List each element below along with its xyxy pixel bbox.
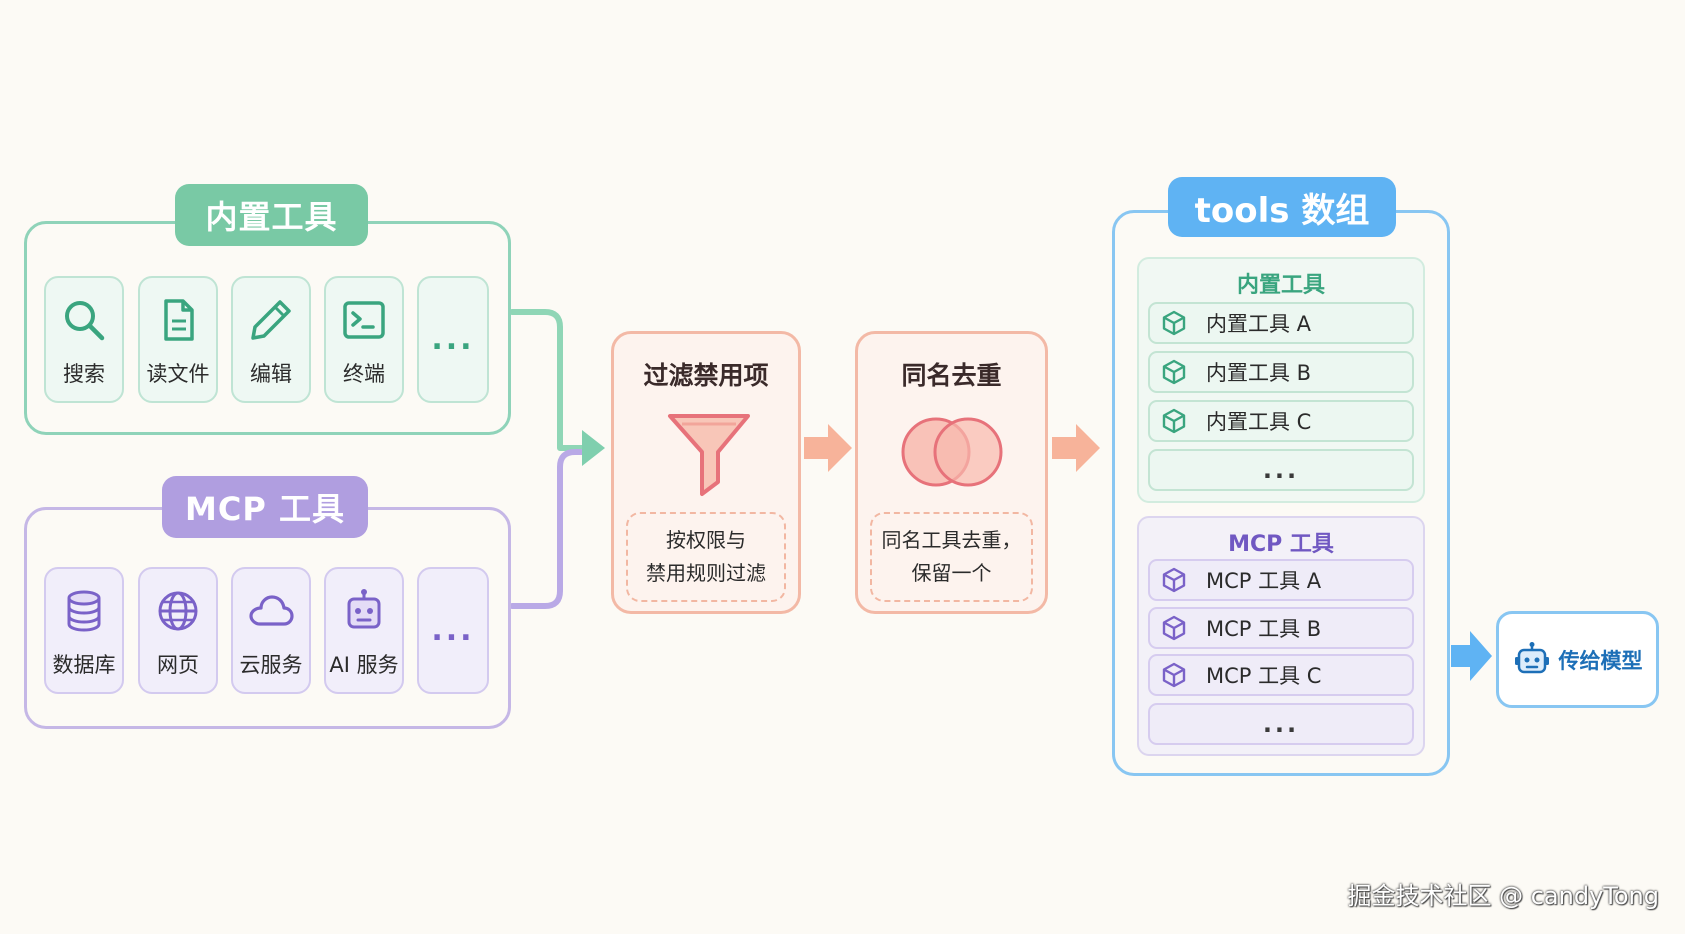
filter-step-title: 过滤禁用项 (643, 361, 769, 390)
tools-list-item[interactable]: 内置工具 C (1148, 400, 1414, 442)
tools-list-item[interactable]: 内置工具 B (1148, 351, 1414, 393)
database-icon (67, 590, 101, 632)
overlapping-circles-icon (901, 417, 1003, 487)
mcp-connector (509, 449, 593, 609)
robot-icon (1514, 641, 1549, 673)
tools-to-model-arrow (1451, 631, 1492, 681)
cube-icon (1162, 359, 1186, 385)
dedup-step-title: 同名去重 (901, 361, 1002, 390)
dedup-to-tools-arrow (1052, 424, 1100, 472)
tool-label: 网页 (157, 653, 199, 677)
tools-array-title: tools 数组 (1168, 177, 1396, 237)
note-line: 保留一个 (911, 561, 992, 585)
tool-card-edit[interactable]: 编辑 (231, 276, 311, 403)
more-ellipsis: ... (431, 613, 475, 648)
cube-icon (1162, 408, 1186, 434)
funnel-icon (668, 414, 750, 496)
tool-label: AI 服务 (329, 653, 399, 677)
tools-mcp-section-title: MCP 工具 (1228, 532, 1334, 557)
tools-item-label: 内置工具 A (1206, 312, 1312, 336)
tool-card-search[interactable]: 搜索 (44, 276, 124, 403)
tool-card-cloud-service[interactable]: 云服务 (231, 567, 311, 694)
terminal-icon (343, 301, 385, 339)
note-line: 按权限与 (666, 528, 746, 552)
tools-item-label: MCP 工具 A (1206, 569, 1322, 593)
tools-list-item-more[interactable]: ... (1148, 449, 1414, 491)
into-filter-arrow (582, 430, 605, 466)
dedup-step-note: 同名工具去重， 保留一个 (870, 512, 1033, 602)
cube-icon (1162, 662, 1186, 688)
filter-to-dedup-arrow (804, 424, 852, 472)
tools-list-item[interactable]: 内置工具 A (1148, 302, 1414, 344)
cube-icon (1162, 615, 1186, 641)
watermark: 掘金技术社区 @ candyTong (1347, 882, 1659, 910)
tools-list-item[interactable]: MCP 工具 C (1148, 654, 1414, 696)
mcp-tools-title: MCP 工具 (162, 476, 368, 538)
pencil-icon (251, 300, 291, 340)
tool-label: 搜索 (63, 362, 105, 386)
cloud-icon (249, 595, 294, 626)
tool-card-database[interactable]: 数据库 (44, 567, 124, 694)
tool-card-more[interactable]: ... (417, 567, 489, 694)
tool-label: 读文件 (146, 362, 210, 386)
filter-step-box: 过滤禁用项 按权限与 禁用规则过滤 (611, 331, 801, 614)
tool-label: 终端 (343, 362, 385, 386)
builtin-connector (509, 309, 593, 451)
cube-icon (1162, 567, 1186, 593)
tool-label: 云服务 (239, 653, 303, 677)
filter-step-note: 按权限与 禁用规则过滤 (626, 512, 786, 602)
search-icon (65, 301, 105, 341)
note-line: 同名工具去重， (881, 528, 1022, 552)
tools-item-label: MCP 工具 C (1206, 664, 1322, 688)
file-icon (164, 299, 194, 341)
tool-card-terminal[interactable]: 终端 (324, 276, 404, 403)
tools-item-label: MCP 工具 B (1206, 617, 1322, 641)
tool-card-ai-service[interactable]: AI 服务 (324, 567, 404, 694)
robot-icon (347, 589, 381, 629)
tools-item-label: 内置工具 B (1206, 361, 1312, 385)
tools-list-item[interactable]: MCP 工具 A (1148, 559, 1414, 601)
tool-card-more[interactable]: ... (417, 276, 489, 403)
tools-builtin-section-title: 内置工具 (1236, 273, 1325, 298)
builtin-tools-title: 内置工具 (175, 184, 368, 246)
tool-card-webpage[interactable]: 网页 (138, 567, 218, 694)
globe-icon (158, 591, 198, 631)
tool-label: 数据库 (52, 653, 116, 677)
note-line: 禁用规则过滤 (646, 561, 766, 585)
tool-label: 编辑 (250, 362, 292, 386)
tools-list-item[interactable]: MCP 工具 B (1148, 607, 1414, 649)
more-ellipsis: ... (1262, 710, 1300, 738)
cube-icon (1162, 310, 1186, 336)
dedup-step-box: 同名去重 同名工具去重， 保留一个 (855, 331, 1048, 614)
more-ellipsis: ... (1262, 456, 1300, 484)
tools-item-label: 内置工具 C (1206, 410, 1312, 434)
more-ellipsis: ... (431, 322, 475, 357)
send-to-model-box[interactable]: 传给模型 (1496, 611, 1659, 708)
send-to-model-label: 传给模型 (1558, 648, 1643, 673)
tools-list-item-more[interactable]: ... (1148, 703, 1414, 745)
tool-card-read-file[interactable]: 读文件 (138, 276, 218, 403)
